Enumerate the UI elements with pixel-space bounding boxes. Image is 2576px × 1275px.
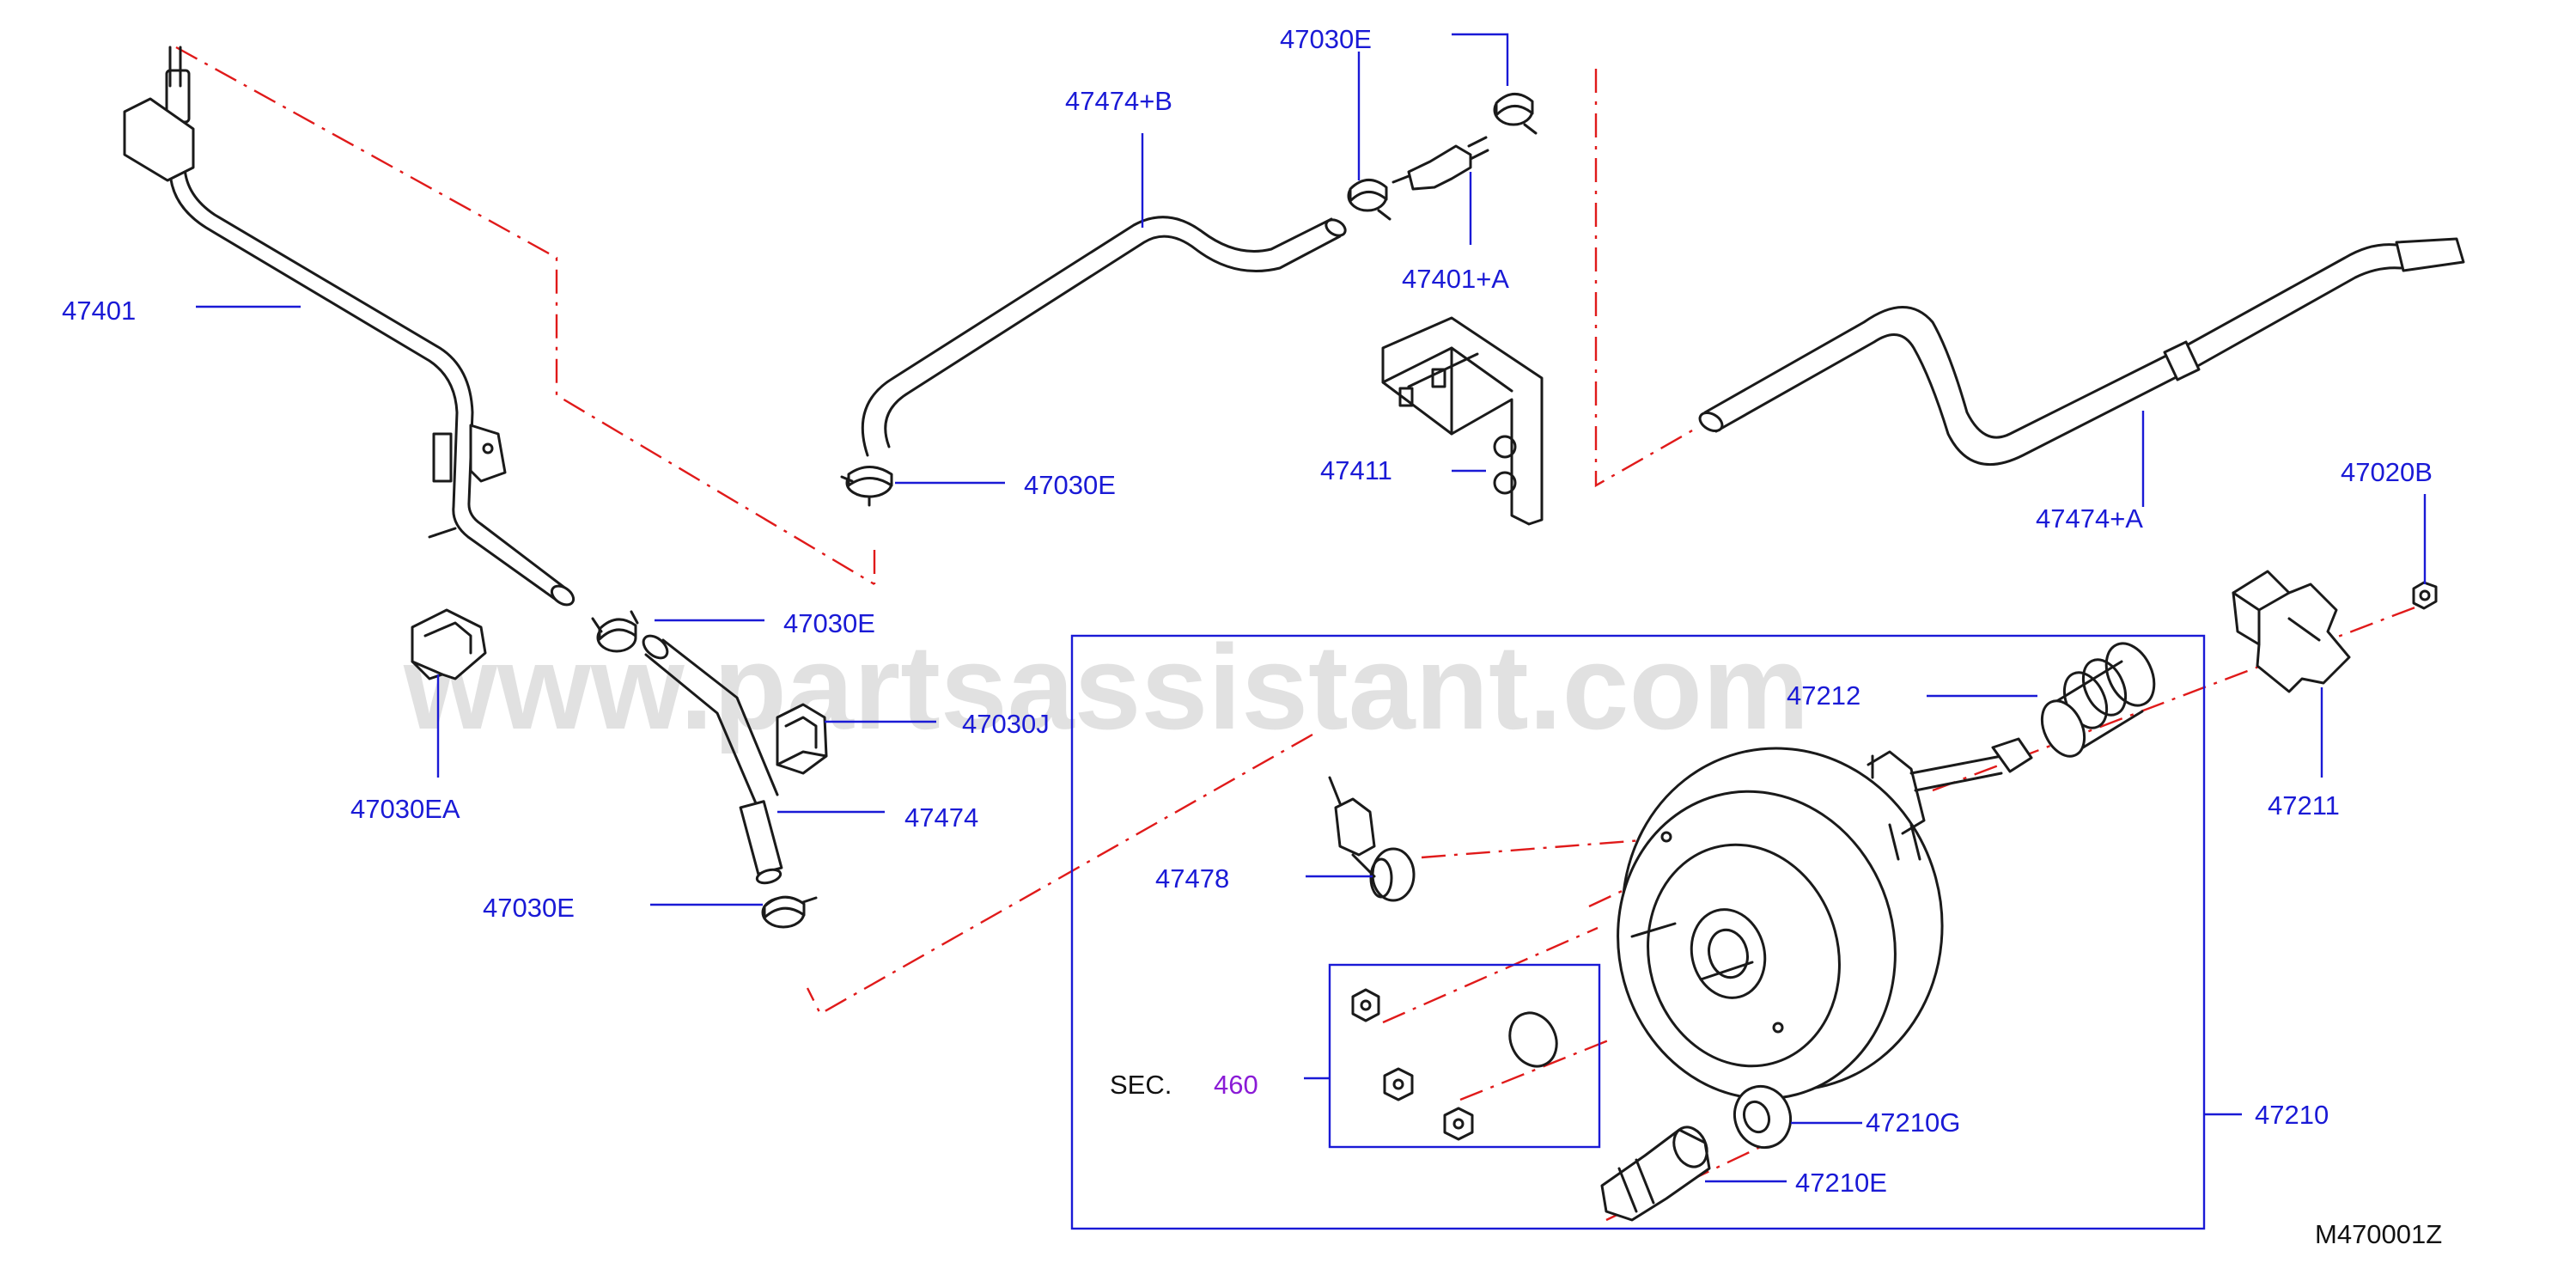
washer-47210G [1733, 1084, 1792, 1150]
label-47030E-clamp: 47030E [1024, 470, 1116, 500]
hose-47474B [861, 216, 1347, 457]
label-47211: 47211 [2268, 790, 2340, 821]
label-47030E-mid: 47030E [783, 608, 875, 638]
clip-47030J [776, 703, 828, 775]
label-47478: 47478 [1155, 863, 1229, 894]
label-47210: 47210 [2255, 1100, 2329, 1130]
label-47474A: 47474+A [2036, 503, 2143, 534]
label-47411: 47411 [1320, 455, 1392, 485]
label-47401A: 47401+A [1402, 264, 1509, 294]
part-labels: 47401 47474+B 47030E 47401+A 47411 47030… [62, 24, 2442, 1249]
label-47210E: 47210E [1795, 1168, 1887, 1198]
leader-lines [196, 33, 2427, 1183]
brake-booster-47210 [1617, 737, 2033, 1101]
sensor-47210E [1600, 1126, 1711, 1222]
watermark: www.partsassistant.com [403, 619, 1809, 754]
nut-47020B [2412, 581, 2438, 610]
label-47474B: 47474+B [1065, 86, 1172, 116]
pipe-47474A [1698, 237, 2465, 467]
label-47030J: 47030J [962, 709, 1050, 739]
hose-clamp-47030E-low [761, 895, 818, 929]
label-47030E-top: 47030E [1280, 24, 1372, 54]
bracket-47411 [1381, 316, 1544, 526]
label-47212: 47212 [1787, 680, 1860, 711]
hose-clamp-47030E-top-right [1493, 93, 1538, 135]
diagram-code: M470001Z [2315, 1219, 2442, 1249]
spring-47212 [2040, 642, 2156, 758]
label-47020B: 47020B [2341, 457, 2433, 487]
label-47030EA: 47030EA [350, 794, 460, 824]
sec-460-parts [1351, 988, 1558, 1141]
sec-460-box [1328, 963, 1601, 1149]
vacuum-pipe-47401 [123, 46, 575, 607]
booster-group-box [1070, 634, 2206, 1230]
label-sec-prefix: SEC. [1110, 1070, 1172, 1100]
label-47474: 47474 [904, 802, 978, 833]
gasket-47211 [2232, 570, 2351, 693]
hose-clamp-47030E-mid [591, 610, 639, 653]
label-47401: 47401 [62, 296, 136, 326]
clip-47030EA [411, 608, 487, 680]
check-valve-47478 [1328, 776, 1416, 902]
label-47210G: 47210G [1866, 1107, 1960, 1138]
connector-47401A [1392, 136, 1489, 191]
hose-clamp-47030E-clamp [840, 466, 893, 507]
label-sec-number: 460 [1214, 1070, 1258, 1100]
label-47030E-low: 47030E [483, 893, 575, 923]
hose-47474 [642, 634, 783, 885]
hose-clamp-47030E-top-left [1347, 179, 1392, 221]
